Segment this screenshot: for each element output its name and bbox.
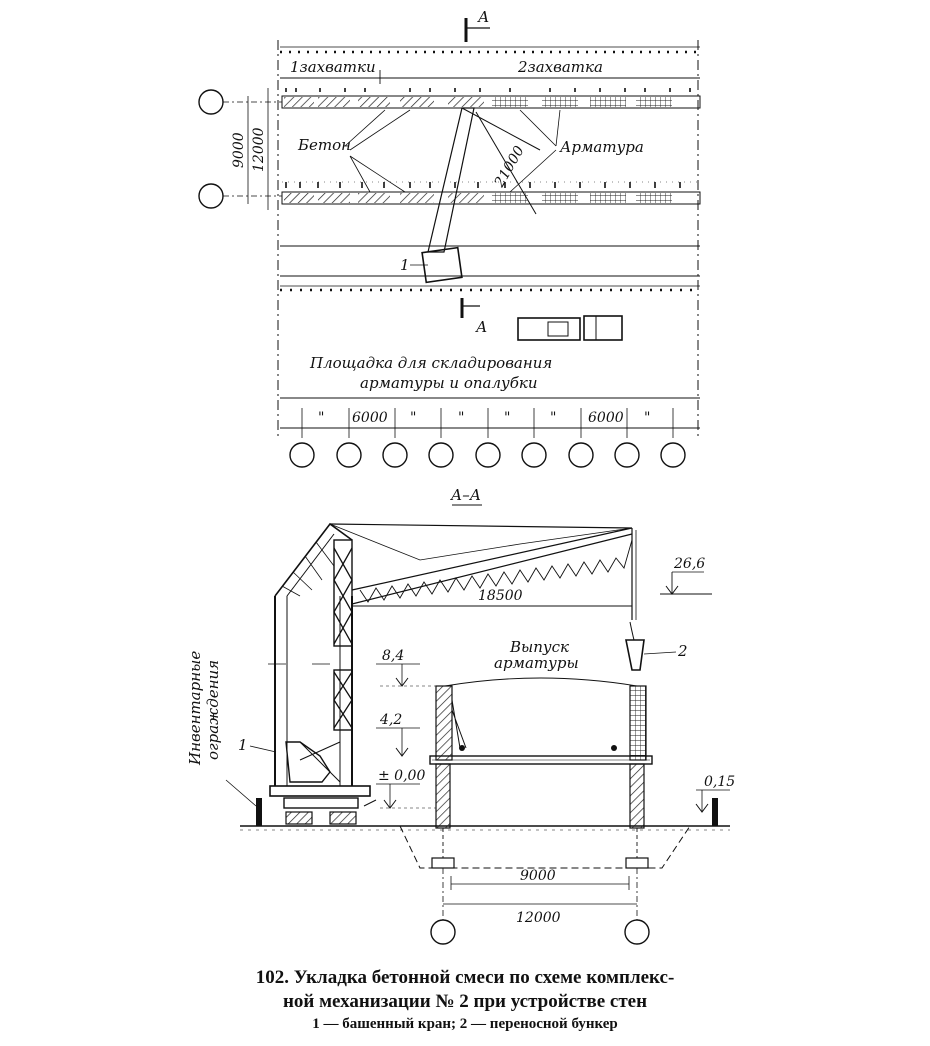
section-marker-bottom: А: [475, 318, 487, 336]
storage-label-line1: Площадка для складирования: [309, 354, 552, 372]
dim-12000-section: 12000: [516, 910, 561, 926]
axis-circle: [198, 183, 224, 209]
elevation-4-2: 4,2: [379, 712, 402, 728]
zone-2-label: 2захватка: [517, 58, 603, 76]
caption-line-1: 102. Укладка бетонной смеси по схеме ком…: [255, 967, 675, 988]
elevation-26-6: 26,6: [673, 556, 705, 572]
grid-dim-4: ": [458, 410, 464, 426]
truck-icon: [517, 315, 623, 341]
fence-label-line2: ограждения: [204, 660, 222, 760]
elevation-0-15: 0,15: [704, 774, 735, 790]
grid-dim-1: ": [318, 410, 324, 426]
axis-circle: [624, 919, 650, 945]
bunker-number: 2: [677, 642, 688, 660]
dim-9000-section: 9000: [520, 868, 556, 884]
axis-circle: [198, 89, 224, 115]
rebar-label: Арматура: [559, 138, 644, 156]
fence-label-line1: Инвентарные: [186, 651, 204, 766]
wall-row-1: [281, 88, 701, 109]
dim-9000-plan: 9000: [231, 132, 247, 168]
tower-crane: [268, 522, 637, 825]
elevation-marks: [376, 663, 730, 813]
grid-ticks: [301, 408, 674, 438]
caption-line-2: ной механизации № 2 при устройстве стен: [282, 991, 648, 1012]
section-title: А–А: [450, 486, 481, 504]
fence-left: [256, 798, 262, 826]
figure-caption-title: 102. Укладка бетонной смеси по схеме ком…: [0, 966, 930, 1014]
zone-1-label: 1захватки: [290, 58, 376, 76]
grid-dim-6: ": [550, 410, 556, 426]
grid-dim-2: 6000: [352, 410, 388, 426]
crane-number-plan: 1: [400, 256, 410, 274]
rebar-outlet-line2: арматуры: [494, 654, 579, 672]
dim-reach-18500: 18500: [478, 588, 523, 604]
grid-dim-3: ": [410, 410, 416, 426]
dim-21000: 21000: [491, 143, 528, 191]
rebar-outlet-line1: Выпуск: [509, 638, 569, 656]
grid-dim-8: ": [644, 410, 650, 426]
crane-number-section: 1: [238, 736, 248, 754]
elevation-8-4: 8,4: [382, 648, 404, 664]
grid-dim-5: ": [504, 410, 510, 426]
section-view: А–А: [186, 486, 735, 945]
grid-axis-circles: [289, 442, 686, 468]
storage-label-line2: арматуры и опалубки: [360, 374, 538, 392]
elevation-0-00: ± 0,00: [378, 768, 425, 784]
grid-dim-7: 6000: [588, 410, 624, 426]
figure-legend: 1 — башенный кран; 2 — переносной бункер: [312, 1016, 618, 1032]
section-marker-top: А: [477, 8, 489, 26]
wall-row-2: [281, 181, 701, 205]
dim-12000-plan: 12000: [251, 127, 267, 172]
crane-base-plan: [421, 246, 463, 284]
fence-right: [712, 798, 718, 826]
concrete-label: Бетон: [297, 136, 351, 154]
axis-circle: [430, 919, 456, 945]
building-frame: [399, 677, 691, 869]
plan-view: А 1захватки 2захватка: [198, 8, 701, 468]
bunker-icon: [625, 639, 645, 671]
